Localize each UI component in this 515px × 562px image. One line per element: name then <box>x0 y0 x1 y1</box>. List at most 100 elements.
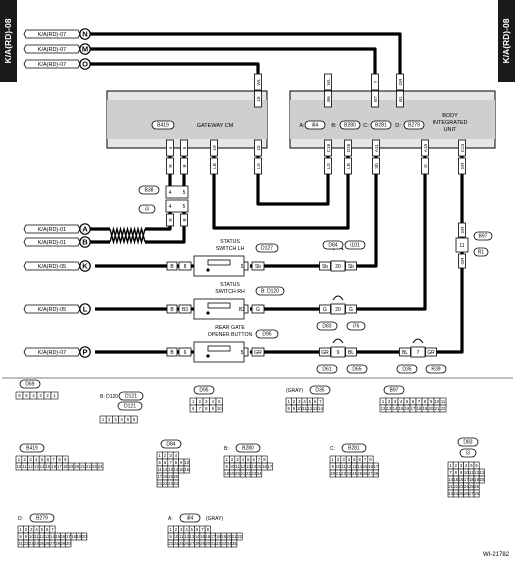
view-pin-B281: 9 <box>332 464 335 469</box>
ref-arrow-A <box>23 224 81 234</box>
joint-d35-link <box>412 338 424 344</box>
page-code-right: K/A(RD)-08 <box>501 18 511 63</box>
view-cell-i84 <box>231 539 238 548</box>
view-cell-D84 <box>172 479 179 488</box>
biu-name-2: INTEGRATED <box>432 120 467 126</box>
switch-right-color-text: G <box>256 307 260 313</box>
view-pin-D69: 6 <box>18 393 21 398</box>
view-pin-D95: 10 <box>217 406 222 411</box>
view-pin-B281: 20 <box>330 471 335 476</box>
joint-d84-right-color <box>345 261 357 271</box>
view-pin-B279: 21 <box>18 541 23 546</box>
view-pin-B279: 19 <box>77 534 82 539</box>
b97-pin: 11 <box>459 243 464 249</box>
gateway-connector-id <box>151 120 175 130</box>
view-pin-B419: 3 <box>29 457 32 462</box>
ref-arrow-K <box>23 261 81 271</box>
view-id-i84 <box>179 513 201 523</box>
view-pin-D35: 10 <box>297 406 302 411</box>
gateway-bottom-pin-5 <box>180 139 188 157</box>
biu-conn-id-B281-text: B281 <box>375 122 387 128</box>
biu-conn-letter: C: <box>363 123 369 129</box>
view-pin-B97: 16 <box>405 406 410 411</box>
view-label-i84: A: <box>168 516 173 522</box>
ref-arrow-L <box>23 304 81 314</box>
view-pin-B97: 17 <box>411 406 416 411</box>
view-pin-B281: 13 <box>352 464 357 469</box>
view-pin-B419: 24 <box>98 464 103 469</box>
view-cell-D121 <box>130 415 138 424</box>
view-pin-B279: 5 <box>41 527 44 532</box>
view-pin-B280: 22 <box>246 471 251 476</box>
biu-bottom-pin-A31-text: A31 <box>374 143 379 152</box>
view-pin-B97: 2 <box>388 399 391 404</box>
page-code-tab-left <box>0 0 17 82</box>
ref-circle-A <box>79 223 91 235</box>
view-pin-i84: 26 <box>184 541 189 546</box>
view-pin-B279: 7 <box>51 527 54 532</box>
view-pin-B279: 11 <box>34 534 39 539</box>
view-pin-D35: 9 <box>293 406 296 411</box>
biu-top-pin-B6-text: B6 <box>326 96 331 102</box>
view-pin-B419: 22 <box>86 464 91 469</box>
view-pin-D84: 16 <box>184 467 189 472</box>
view-pin-B279: 27 <box>50 541 55 546</box>
view-pin-D95: 3 <box>205 399 208 404</box>
wire-P-GR <box>250 148 464 354</box>
joint-d35-body <box>410 346 426 358</box>
view-pin-B281: 28 <box>374 471 379 476</box>
view-id-B281 <box>341 443 367 453</box>
joint-i76-id <box>346 321 366 331</box>
view-label-D35: (GRAY) <box>286 388 303 394</box>
b97-color-bottom <box>458 253 466 269</box>
view-pin-B280: 12 <box>241 464 246 469</box>
view-pin-i3: 28 <box>474 491 479 496</box>
view-pin-B280: 11 <box>235 464 240 469</box>
view-pin-B280: 24 <box>257 471 262 476</box>
view-pin-D84: 21 <box>157 481 162 486</box>
joint-i76-id-text: i76 <box>353 323 360 329</box>
component-layer <box>0 0 515 548</box>
view-pin-D84: 5 <box>159 460 162 465</box>
view-pin-i84: 22 <box>237 534 242 539</box>
view-pin-B281: 17 <box>374 464 379 469</box>
r1-id-text: R1 <box>478 249 485 255</box>
view-suffix-i84: (GRAY) <box>206 516 223 522</box>
switch-right-color-text: Sb <box>255 264 261 270</box>
biu-conn-letter: B: <box>331 123 337 129</box>
biu-name-3: UNIT <box>444 127 457 133</box>
wire-b38-B2 <box>145 212 186 244</box>
joint-d84-right-color-text: Sb <box>348 264 354 270</box>
switch-left-connector-text: B <box>170 264 174 270</box>
view-id-D35-text: D35 <box>315 387 324 393</box>
view-pin-B279: 29 <box>61 541 66 546</box>
gateway-top-pin-16-text: 16 <box>256 96 261 102</box>
view-pin-i3: 26 <box>474 484 479 489</box>
switch-label-line2: SWITCH LH <box>216 246 245 252</box>
gateway-bottom-color-LB-text: LB <box>212 163 217 169</box>
view-pin-B97: 9 <box>430 399 433 404</box>
switch-left-connector <box>166 304 178 314</box>
view-pin-B97: 15 <box>399 406 404 411</box>
biu-bottom-pin-A18 <box>421 139 429 157</box>
view-pin-i3: 26 <box>464 491 469 496</box>
twisted-pair-b <box>109 226 146 245</box>
view-pin-i3: 3 <box>460 463 463 468</box>
view-cell-i3 <box>478 475 485 484</box>
view-id-D69 <box>19 379 41 389</box>
view-id-B280-text: B280 <box>242 445 254 451</box>
view-pin-i3: 15 <box>453 477 458 482</box>
ref-circle-L <box>79 303 91 315</box>
joint-d35-id <box>396 364 418 374</box>
view-pin-B279: 17 <box>66 534 71 539</box>
biu-bottom-color-C24-text: GR <box>460 162 465 170</box>
biu-bottom-pin-C24-text: C24 <box>460 143 465 152</box>
view-pin-D121: 2 <box>108 417 111 422</box>
joint-d84-id <box>322 240 344 250</box>
view-pin-i84: 31 <box>211 541 216 546</box>
gateway-cm-band <box>107 100 267 139</box>
view-pin-B97: 11 <box>441 399 446 404</box>
view-pin-i84: 29 <box>200 541 205 546</box>
view-pin-B279: 18 <box>71 534 76 539</box>
view-id-B419-text: B419 <box>26 445 38 451</box>
